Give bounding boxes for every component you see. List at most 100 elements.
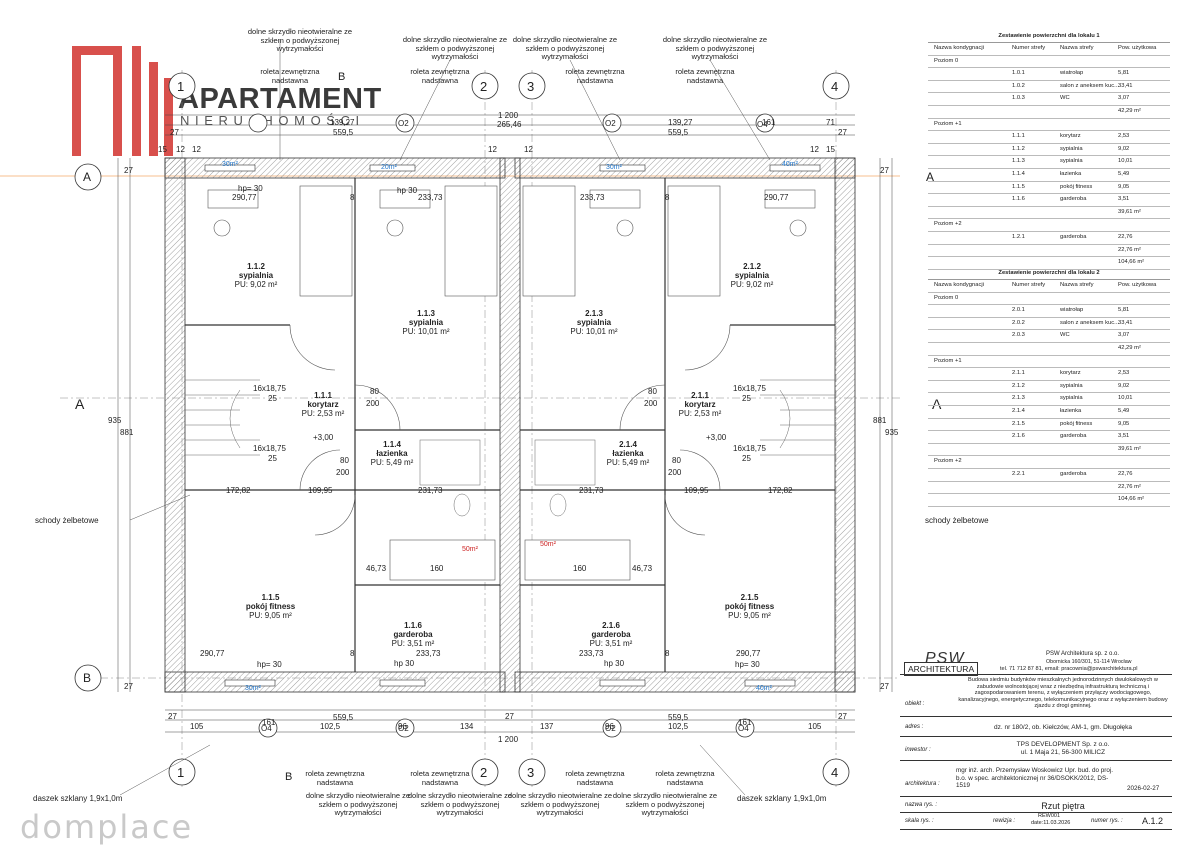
- dim: 8: [665, 649, 670, 658]
- dim: 137: [540, 722, 554, 731]
- room-id: 2.1.2: [743, 262, 761, 271]
- dim: 71: [826, 118, 835, 127]
- window-area: 50m²: [462, 546, 478, 553]
- dim: 80: [672, 456, 681, 465]
- table-cell: Poziom +1: [934, 120, 962, 127]
- dim: 881: [120, 428, 134, 437]
- dim: 139,27: [668, 118, 693, 127]
- table-cell: 2.0.3: [1012, 332, 1025, 339]
- room-label: 2.1.1 korytarz PU: 2,53 m²: [665, 391, 735, 418]
- firm-contact: tel. 71 712 87 81, email: pracownia@pswa…: [1000, 666, 1138, 672]
- dim: 16x18,75: [253, 444, 286, 453]
- brand-word: APARTAMENT: [178, 83, 382, 115]
- dim: 161: [738, 718, 752, 727]
- note-pane: dolne skrzydło nieotwieralne ze szkłem o…: [305, 791, 411, 817]
- dim: 15: [826, 145, 835, 154]
- dim: 46,73: [632, 564, 653, 573]
- table-row: Poziom 0: [928, 56, 1170, 69]
- dim: 96: [605, 722, 614, 731]
- table-cell: 9,02: [1118, 145, 1130, 152]
- room-id: 1.1.1: [314, 391, 332, 400]
- table-cell: Poziom +1: [934, 357, 962, 364]
- axis-label-2: 2: [480, 765, 488, 780]
- dim: 80: [340, 456, 349, 465]
- table-cell: 3,51: [1118, 196, 1130, 203]
- table-cell: łazienka: [1060, 170, 1082, 177]
- axis-label-4: 4: [831, 765, 839, 780]
- area-table-unit-1: Zestawienie powierzchni dla lokalu 1 Naz…: [928, 30, 1170, 270]
- table-cell: 3,07: [1118, 95, 1130, 102]
- table-cell: salon z aneksem kuc...: [1060, 319, 1119, 326]
- axis-label-a: A: [926, 170, 935, 184]
- note-rail: daszek szklany 1,9x1,0m: [33, 794, 123, 803]
- table-cell: 9,02: [1118, 382, 1130, 389]
- table-cell: 22,76 m²: [1118, 483, 1141, 490]
- dim: 25: [742, 394, 751, 403]
- value-numer: A.1.2: [1142, 816, 1164, 826]
- window-area: 40m²: [782, 161, 798, 168]
- dim: 290,77: [232, 193, 257, 202]
- elevation-mark: +3,00: [706, 433, 727, 442]
- logo-bar: [164, 78, 173, 156]
- dim: 200: [366, 399, 380, 408]
- col-header: Nazwa strefy: [1060, 45, 1094, 51]
- table-cell: 33,41: [1118, 319, 1133, 326]
- table-cell: WC: [1060, 332, 1070, 339]
- dim: 559,5: [668, 713, 689, 722]
- dim: 105: [190, 722, 204, 731]
- dim: 559,5: [333, 128, 354, 137]
- room-id: 1.1.2: [247, 262, 265, 271]
- table-row: 39,61 m²: [928, 444, 1170, 457]
- dim: 109,95: [684, 486, 709, 495]
- label-nazwa: nazwa rys. :: [905, 802, 938, 808]
- firm-address: Obornicka 160/301, 51-114 Wrocław: [1046, 659, 1132, 665]
- table-row: 22,76 m²: [928, 482, 1170, 495]
- dim: 8: [350, 193, 355, 202]
- note-pane: dolne skrzydło nieotwieralne ze szkłem o…: [512, 35, 618, 61]
- dim: 109,95: [308, 486, 333, 495]
- table-title: Zestawienie powierzchni dla lokalu 2: [928, 267, 1170, 280]
- table-cell: 2,53: [1118, 370, 1130, 377]
- watermark: domplace: [20, 808, 194, 846]
- table-cell: garderoba: [1060, 433, 1087, 440]
- note-stairs: schody żelbetowe: [35, 516, 99, 525]
- table-row: Poziom +2: [928, 456, 1170, 469]
- table-cell: 1.0.3: [1012, 95, 1025, 102]
- axis-label-o2: O2: [398, 119, 409, 128]
- brand-sub: NIERUCHOMOŚCI: [180, 113, 365, 128]
- room-name: korytarz: [684, 400, 716, 409]
- dim: 27: [880, 166, 889, 175]
- elevation-mark: +3,00: [313, 433, 334, 442]
- section-label-a: A: [932, 396, 942, 412]
- table-cell: 2.1.1: [1012, 370, 1025, 377]
- value-date: 2026-02-27: [1127, 785, 1160, 792]
- dim: hp 30: [394, 659, 415, 668]
- logo-bar: [72, 46, 122, 55]
- table-row: 39,61 m²: [928, 207, 1170, 220]
- table-cell: 1.1.1: [1012, 133, 1025, 140]
- dim: 1 200: [498, 735, 519, 744]
- axis-label-1: 1: [177, 765, 185, 780]
- room-name: garderoba: [393, 630, 433, 639]
- dim: 15: [158, 145, 167, 154]
- room-id: 1.1.5: [261, 593, 280, 602]
- dim: 290,77: [200, 649, 225, 658]
- table-cell: garderoba: [1060, 470, 1087, 477]
- table-cell: Poziom +2: [934, 221, 962, 228]
- table-cell: 22,76: [1118, 233, 1133, 240]
- axis-label-o2: O2: [605, 724, 616, 733]
- dim: 12: [176, 145, 185, 154]
- value-inwestor-2: ul. 1 Maja 21, 56-300 MILICZ: [1020, 749, 1106, 756]
- note-pane: dolne skrzydło nieotwieralne ze szkłem o…: [247, 27, 353, 53]
- room-area: PU: 10,01 m²: [570, 327, 618, 336]
- label-rewizja: rewizja :: [993, 818, 1016, 824]
- note-pane: dolne skrzydło nieotwieralne ze szkłem o…: [662, 35, 768, 61]
- axis-label-o4: O4: [738, 724, 749, 733]
- dim: 935: [885, 428, 899, 437]
- dim: 27: [838, 128, 847, 137]
- table-header: Nazwa kondygnacji Numer strefy Nazwa str…: [928, 43, 1170, 56]
